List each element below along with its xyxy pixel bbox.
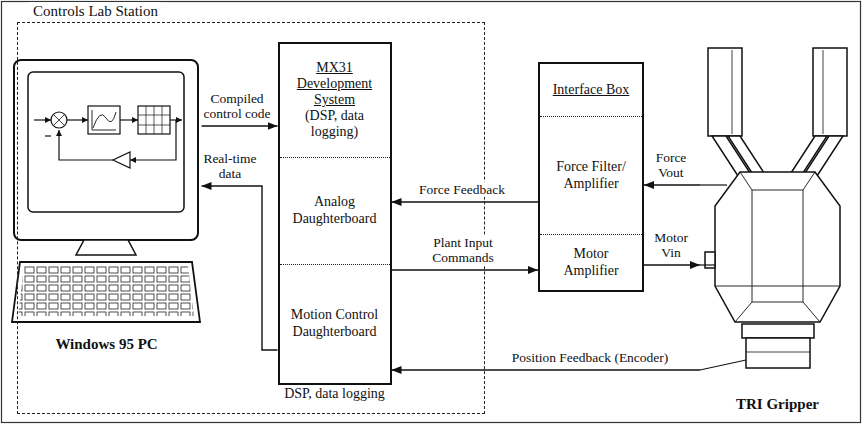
lab-station-region: Controls Lab StationWindows 95 PCMX31 De… — [17, 22, 485, 414]
signal-arrow — [392, 201, 539, 202]
dsp-system-box: MX31 Development System(DSP, data loggin… — [278, 42, 392, 385]
signal-arrow — [202, 186, 278, 350]
device-label: TRI Gripper — [700, 396, 855, 413]
signal-arrow — [392, 369, 701, 370]
box-section: Motor Amplifier — [540, 234, 642, 290]
signal-arrow — [644, 184, 700, 185]
box-label: Analog Daughterboard — [285, 194, 385, 226]
signal-arrow — [202, 125, 278, 126]
signal-label: Force Feedback — [412, 182, 512, 197]
pc-node: Windows 95 PC — [12, 58, 202, 358]
signal-label: Force Vout — [645, 150, 697, 180]
signal-label: Real-time data — [199, 151, 261, 181]
box-heading: Interface Box — [553, 82, 630, 98]
signal-label: Motor Vin — [645, 230, 697, 260]
box-label: Motor Amplifier — [545, 246, 637, 278]
box-section: Force Filter/ Amplifier — [540, 116, 642, 234]
signal-label: Position Feedback (Encoder) — [495, 350, 685, 365]
signal-label: Plant Input Commands — [413, 235, 513, 265]
signal-arrow — [644, 264, 700, 265]
box-label: (DSP, data logging) — [285, 108, 385, 140]
box-heading: MX31 Development System — [285, 60, 385, 108]
device-label: Windows 95 PC — [12, 336, 202, 353]
box-label: Force Filter/ Amplifier — [545, 159, 637, 191]
box-section: Interface Box — [540, 64, 642, 116]
interface-box: Interface BoxForce Filter/ AmplifierMoto… — [538, 62, 644, 292]
signal-label: Compiled control code — [201, 91, 273, 121]
box-caption: DSP, data logging — [260, 386, 410, 401]
box-label: Motion Control Daughterboard — [285, 307, 385, 339]
box-section: MX31 Development System(DSP, data loggin… — [280, 44, 390, 157]
box-section: Motion Control Daughterboard — [280, 264, 390, 383]
box-section: Analog Daughterboard — [280, 157, 390, 264]
region-heading: Controls Lab Station — [30, 2, 161, 20]
gripper-node: TRI Gripper — [700, 40, 855, 414]
signal-arrow — [392, 269, 539, 270]
